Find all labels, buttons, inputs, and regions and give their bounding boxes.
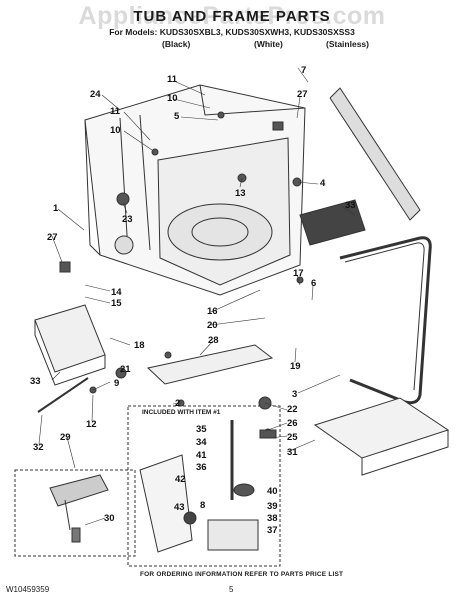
callout-6: 6 <box>311 278 316 289</box>
door-gasket <box>329 87 421 221</box>
callout-41: 41 <box>196 450 207 461</box>
callout-25: 25 <box>287 432 298 443</box>
callout-39: 39 <box>267 501 278 512</box>
bottom-plate <box>146 344 274 385</box>
inset-label: INCLUDED WITH ITEM #1 <box>142 409 221 416</box>
callout-3: 3 <box>292 389 297 400</box>
leader-lines <box>38 67 356 526</box>
callout-10-left: 10 <box>110 125 121 136</box>
callout-40: 40 <box>267 486 278 497</box>
callout-14: 14 <box>111 287 122 298</box>
callout-19: 19 <box>290 361 301 372</box>
callout-8: 8 <box>200 500 205 511</box>
tub-assembly <box>84 84 306 296</box>
callout-15: 15 <box>111 298 122 309</box>
document-number: W10459359 <box>6 585 50 594</box>
callout-9: 9 <box>114 378 119 389</box>
callout-29: 29 <box>60 432 71 443</box>
callout-37: 37 <box>267 525 278 536</box>
callout-4: 4 <box>320 178 326 189</box>
lower-left-box <box>14 469 136 557</box>
toe-panel <box>313 397 450 476</box>
inset-box <box>127 405 281 567</box>
diagram-title: TUB AND FRAME PARTS <box>133 8 331 25</box>
callout-34: 34 <box>196 437 207 448</box>
page-number: 5 <box>229 585 234 594</box>
callout-1: 1 <box>53 203 59 214</box>
callout-16: 16 <box>207 306 218 317</box>
callout-12: 12 <box>86 419 97 430</box>
callout-11-left: 11 <box>110 106 121 117</box>
callout-13: 13 <box>235 188 246 199</box>
callout-26: 26 <box>287 418 298 429</box>
callout-32: 32 <box>33 442 44 453</box>
variant-white: (White) <box>254 39 283 49</box>
models-line: For Models: KUDS30SXBL3, KUDS30SXWH3, KU… <box>109 27 355 37</box>
watermark: AppliancePartsPros.com <box>78 2 386 30</box>
callout-numbers: 11 10 5 24 11 10 7 27 4 33 13 23 1 27 14… <box>30 65 356 536</box>
callout-10-top: 10 <box>167 93 178 104</box>
strap <box>37 377 89 413</box>
left-insulation-block <box>34 304 106 386</box>
tub-gasket-loop <box>339 236 432 405</box>
ordering-note: FOR ORDERING INFORMATION REFER TO PARTS … <box>140 571 344 578</box>
variant-stainless: (Stainless) <box>326 39 369 49</box>
callout-42: 42 <box>175 474 186 485</box>
callout-36: 36 <box>196 462 207 473</box>
callout-28: 28 <box>208 335 219 346</box>
right-panel <box>299 199 366 246</box>
callout-27-right: 27 <box>297 89 308 100</box>
callout-35: 35 <box>196 424 207 435</box>
callout-11-top: 11 <box>167 74 178 85</box>
callout-5: 5 <box>174 111 180 122</box>
callout-18: 18 <box>134 340 145 351</box>
lower-left-parts <box>49 474 109 543</box>
callout-43: 43 <box>174 502 185 513</box>
callout-38: 38 <box>267 513 278 524</box>
callout-20: 20 <box>207 320 218 331</box>
variant-black: (Black) <box>162 39 191 49</box>
callout-24: 24 <box>90 89 101 100</box>
callout-33-left: 33 <box>30 376 41 387</box>
inset-parts <box>139 420 259 553</box>
callout-30: 30 <box>104 513 115 524</box>
callout-23: 23 <box>122 214 133 225</box>
callout-22: 22 <box>287 404 298 415</box>
callout-31: 31 <box>287 447 298 458</box>
callout-17: 17 <box>293 268 304 279</box>
callout-21: 21 <box>120 364 131 375</box>
callout-7: 7 <box>301 65 306 76</box>
callout-27-left: 27 <box>47 232 58 243</box>
callout-2: 2 <box>175 398 180 409</box>
callout-33-right: 33 <box>345 200 356 211</box>
